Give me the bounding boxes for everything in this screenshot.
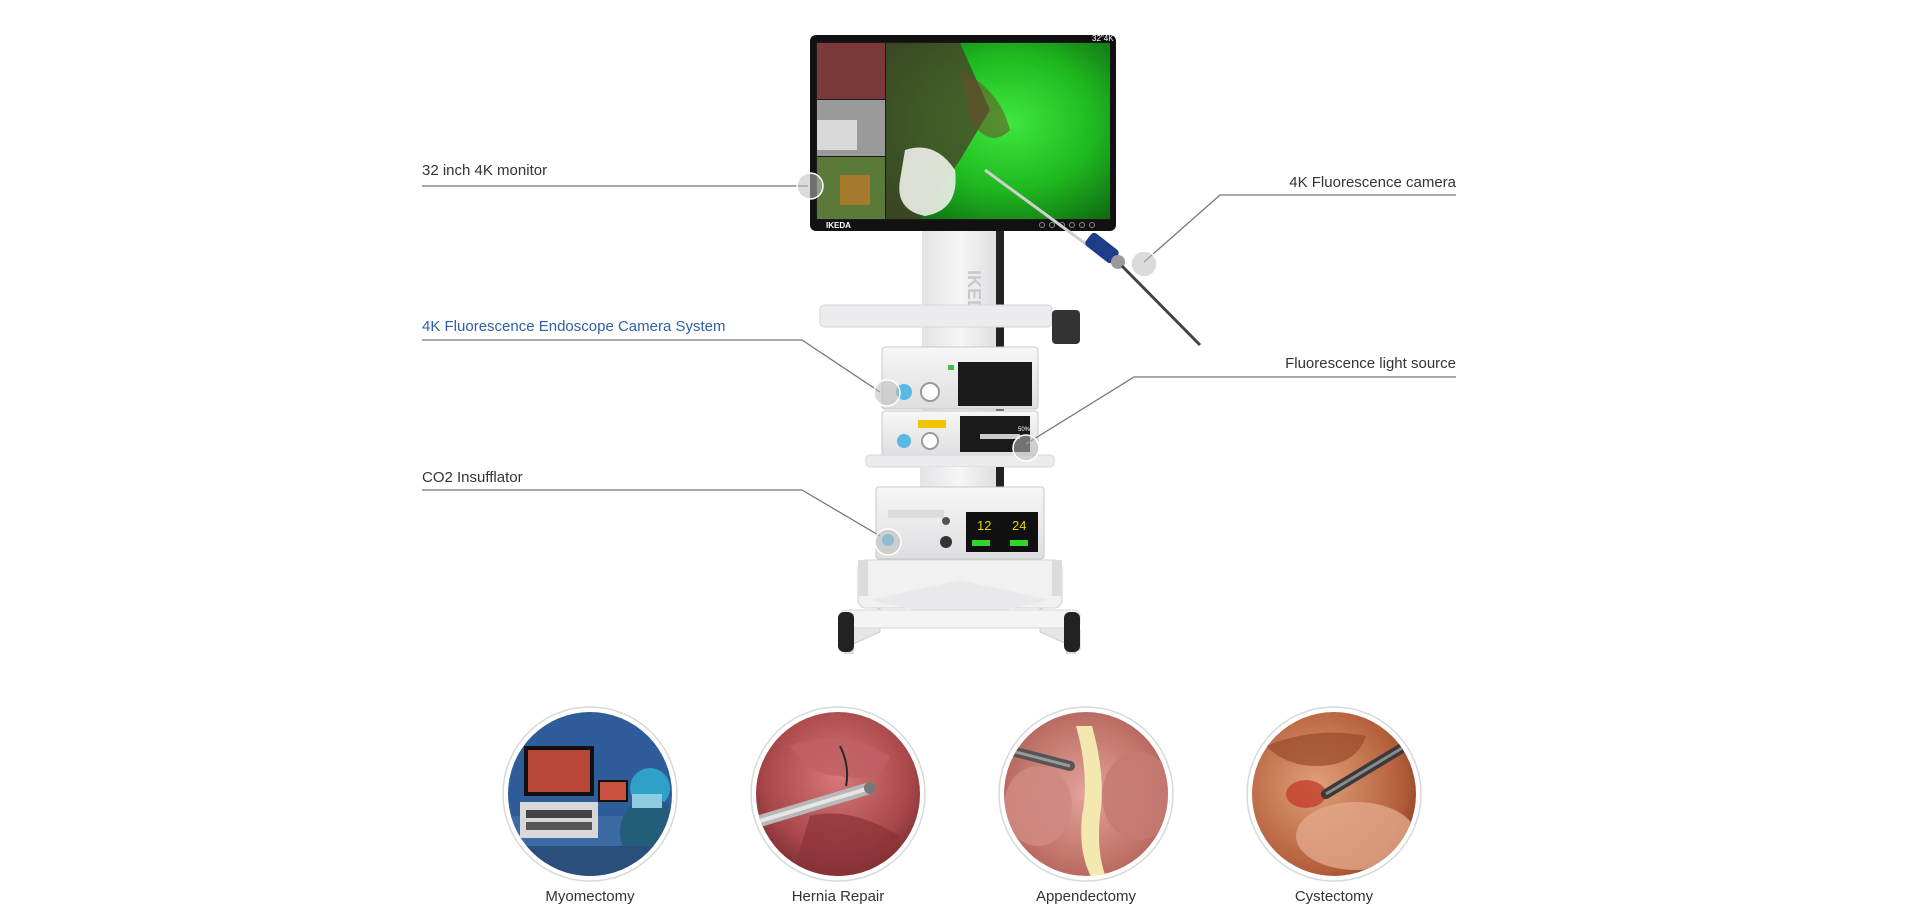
line-camera [1143,194,1456,263]
wheel-left [838,612,854,652]
procedure-label-appendectomy[interactable]: Appendectomy [1035,888,1137,905]
warning-label [918,420,946,428]
dot-light-source[interactable] [1012,434,1040,462]
label-monitor: 32 inch 4K monitor [422,162,548,179]
light-level-text: 50% [1018,427,1031,433]
procedure-label-hernia-repair[interactable]: Hernia Repair [791,888,885,905]
camera-unit-display [958,362,1032,406]
scope-shaft-upper [984,168,1106,260]
camera-port [920,382,940,402]
monitor-badge: 32"4K [1092,34,1114,43]
label-camera: 4K Fluorescence camera [1289,174,1456,191]
monitor-brand: IKEDA [826,221,851,230]
camera-coupler [1111,255,1125,269]
light-port [921,432,939,450]
line-insufflator [422,489,881,537]
procedure-label-cystectomy[interactable]: Cystectomy [1294,888,1374,905]
procedure-thumb-hernia-repair[interactable] [750,706,926,882]
dot-camera[interactable] [1130,250,1158,278]
upper-tray [819,304,1053,328]
dot-insufflator[interactable] [874,528,902,556]
procedure-thumb-myomectomy[interactable] [502,706,678,882]
procedure-thumb-appendectomy[interactable] [998,706,1174,882]
label-light-source: Fluorescence light source [1285,355,1456,372]
procedure-thumb-cystectomy[interactable] [1246,706,1422,882]
line-camera-system [422,339,881,393]
insufflator-flow: 24 [1012,518,1026,533]
procedure-label-myomectomy[interactable]: Myomectomy [545,888,635,905]
dot-monitor[interactable] [796,172,824,200]
scope-holder [1052,310,1080,344]
insufflator-pressure: 12 [977,518,991,533]
wheel-right [1064,612,1080,652]
light-power-button [897,434,911,448]
label-insufflator: CO2 Insufflator [422,469,523,486]
gas-outlet [940,536,952,548]
thumb-normal [817,43,885,99]
scope-shaft-lower [1120,264,1202,347]
callout-dots [796,172,1158,556]
camera-head [1085,232,1119,264]
dot-camera-system[interactable] [873,379,901,407]
callout-lines [422,185,1456,537]
line-light-source [1025,376,1456,445]
label-camera-system[interactable]: 4K Fluorescence Endoscope Camera System [422,318,726,335]
